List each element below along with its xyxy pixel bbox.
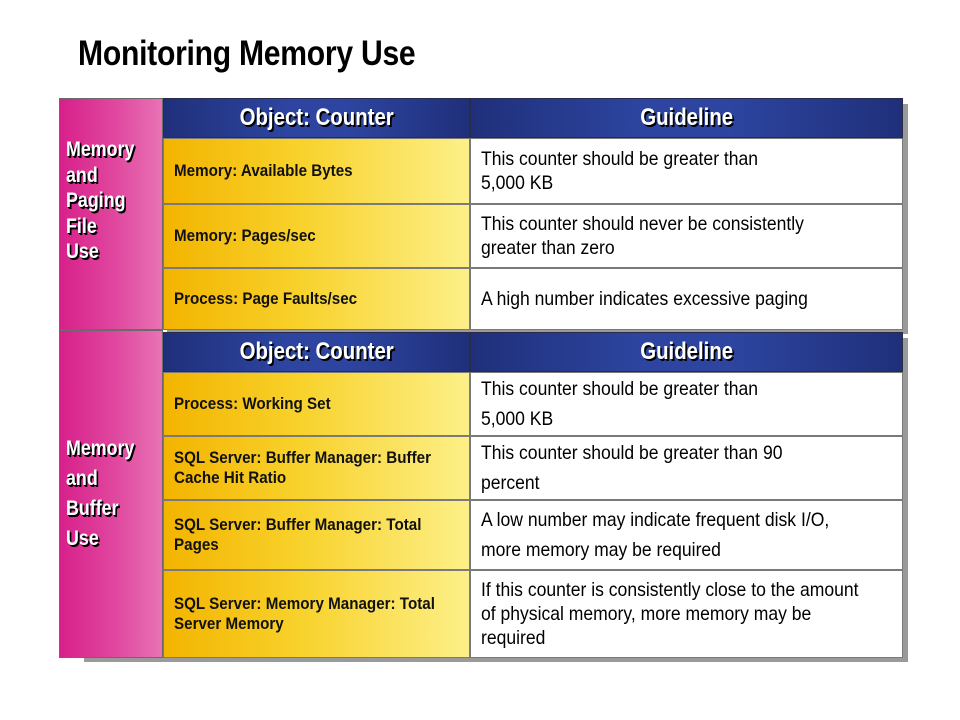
header-guideline: Guideline (470, 98, 903, 138)
guideline-cell: A low number may indicate frequent disk … (470, 500, 903, 570)
page-title: Monitoring Memory Use (78, 34, 416, 73)
guideline-cell: This counter should be greater than 5,00… (470, 138, 903, 204)
section-label-paging-text: Memory and Paging File Use (66, 138, 135, 263)
counter-cell: SQL Server: Buffer Manager: Buffer Cache… (163, 436, 470, 500)
counter-cell: Memory: Pages/sec (163, 204, 470, 268)
header-object-counter: Object: Counter (163, 332, 470, 372)
guideline-cell: This counter should be greater than 5,00… (470, 372, 903, 436)
guideline-cell: This counter should be greater than 90 p… (470, 436, 903, 500)
counter-cell: Memory: Available Bytes (163, 138, 470, 204)
guideline-cell: If this counter is consistently close to… (470, 570, 903, 658)
section-label-buffer-text: Memory and Buffer Use (66, 437, 135, 550)
guideline-cell: A high number indicates excessive paging (470, 268, 903, 330)
header-guideline: Guideline (470, 332, 903, 372)
counter-cell: Process: Page Faults/sec (163, 268, 470, 330)
counter-cell: SQL Server: Memory Manager: Total Server… (163, 570, 470, 658)
counter-cell: SQL Server: Buffer Manager: Total Pages (163, 500, 470, 570)
guideline-cell: This counter should never be consistentl… (470, 204, 903, 268)
section-label-paging: Memory and Paging File Use (59, 98, 163, 330)
section-label-buffer: Memory and Buffer Use (59, 330, 163, 658)
counter-cell: Process: Working Set (163, 372, 470, 436)
header-object-counter: Object: Counter (163, 98, 470, 138)
